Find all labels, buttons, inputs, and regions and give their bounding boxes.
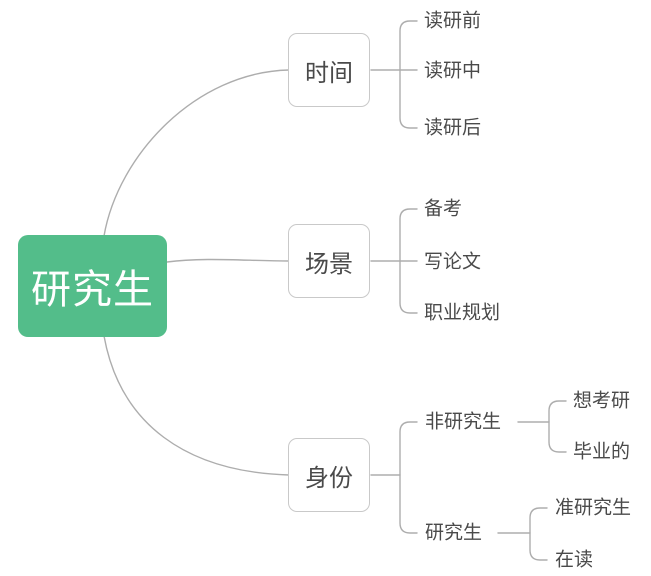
branch-node-label: 身份 bbox=[305, 464, 353, 492]
leaf-node-during-grad-school[interactable]: 读研中 bbox=[424, 60, 482, 82]
bracket-scene bbox=[399, 208, 418, 314]
edge-root-time bbox=[103, 69, 290, 237]
branch-node-label: 场景 bbox=[305, 250, 353, 278]
branch-node-time[interactable]: 时间 bbox=[288, 33, 370, 107]
leaf-node-thesis-writing[interactable]: 写论文 bbox=[424, 251, 482, 273]
leaf-node-before-grad-school[interactable]: 读研前 bbox=[424, 10, 482, 32]
leaf-node-exam-prep[interactable]: 备考 bbox=[424, 198, 463, 220]
leaf-node-non-graduate[interactable]: 非研究生 bbox=[425, 411, 502, 433]
leaf-node-career-planning[interactable]: 职业规划 bbox=[424, 302, 501, 324]
branch-node-identity[interactable]: 身份 bbox=[288, 438, 370, 512]
leaf-node-incoming-grad[interactable]: 准研究生 bbox=[555, 497, 632, 519]
bracket-time bbox=[399, 20, 418, 129]
leaf-node-graduated[interactable]: 毕业的 bbox=[573, 441, 631, 463]
bracket-grad bbox=[529, 507, 548, 561]
leaf-node-want-to-apply[interactable]: 想考研 bbox=[573, 390, 631, 412]
leaf-node-after-grad-school[interactable]: 读研后 bbox=[424, 117, 482, 139]
edge-root-identity bbox=[103, 335, 290, 476]
leaf-node-currently-enrolled[interactable]: 在读 bbox=[555, 549, 594, 571]
root-node-label: 研究生 bbox=[31, 268, 154, 312]
leaf-node-graduate[interactable]: 研究生 bbox=[425, 522, 483, 544]
bracket-identity bbox=[399, 421, 418, 534]
edge-root-scene bbox=[166, 258, 290, 263]
branch-node-label: 时间 bbox=[305, 59, 353, 87]
root-node-graduate-student[interactable]: 研究生 bbox=[18, 235, 167, 337]
bracket-nongrad bbox=[548, 400, 567, 453]
branch-node-scene[interactable]: 场景 bbox=[288, 224, 370, 298]
